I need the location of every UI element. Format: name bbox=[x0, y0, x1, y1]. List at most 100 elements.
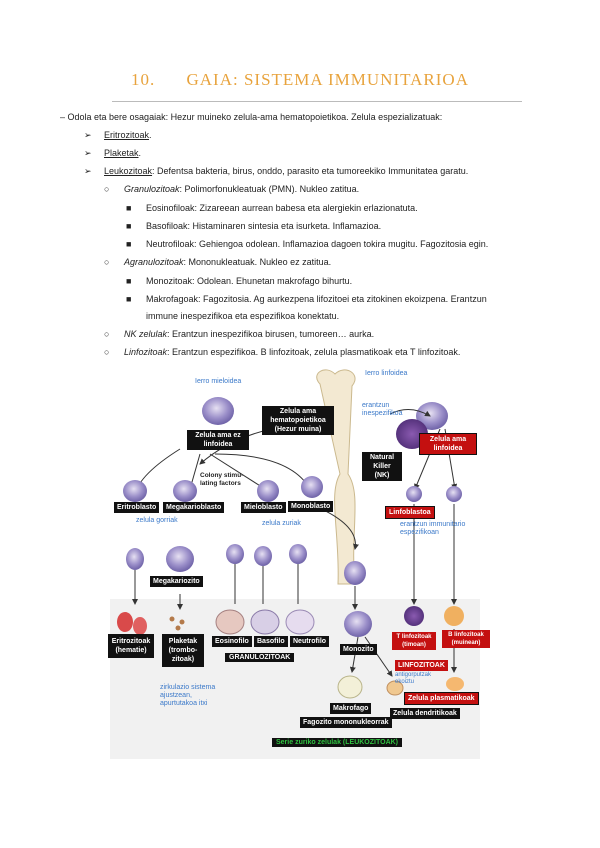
macrophage-icon bbox=[337, 675, 363, 699]
myelocyte-cell-icon bbox=[254, 546, 272, 566]
item-text: Neutrofiloak: Gehiengoa odolean. Inflama… bbox=[146, 239, 489, 249]
myeloid-line-label: Ierro mieloidea bbox=[195, 378, 242, 385]
circulation-label: zirkulazio sistema ajustzean, apurtutako… bbox=[160, 684, 216, 707]
red-blood-cell-icon bbox=[117, 612, 133, 632]
megakaryocyte-cell-icon bbox=[166, 546, 194, 572]
granulocytes-label: GRANULOZITOAK bbox=[225, 653, 295, 662]
megakaryoblast-cell-icon bbox=[173, 480, 197, 502]
t-lymphocyte-icon bbox=[404, 606, 424, 626]
basophil-label: Basofilo bbox=[254, 636, 288, 647]
promonocyte-cell-icon bbox=[344, 561, 366, 585]
item-text: . bbox=[138, 148, 142, 158]
dendritic-cell-icon bbox=[386, 680, 404, 696]
item-label: Leukozitoak bbox=[104, 166, 153, 176]
list-item-linfozitoak: ○ Linfozitoak: Erantzun espezifikoa. B li… bbox=[104, 343, 460, 362]
non-lymphoid-stem-cell-label: Zelula ama ez linfoidea bbox=[187, 430, 249, 450]
b-lymphocytes-label: B linfozitoak (muinean) bbox=[442, 630, 490, 648]
red-blood-cell-icon bbox=[133, 617, 147, 635]
hematopoietic-stem-cell-label: Zelula ama hematopoietikoa (Hezur muina) bbox=[262, 406, 334, 435]
erythrocytes-label: Eritrozitoak (hematie) bbox=[108, 634, 154, 658]
arrow-bullet-icon: ➢ bbox=[84, 130, 92, 140]
item-label: Eritrozitoak bbox=[104, 130, 150, 140]
macrophage-label: Makrofago bbox=[330, 703, 372, 714]
list-item-makrofagoak-cont: immune inespezifikoa eta espezifikoa kon… bbox=[126, 307, 339, 326]
platelets-label: Plaketak (trombo-zitoak) bbox=[162, 634, 204, 667]
dendritic-cells-label: Zelula dendritikoak bbox=[390, 708, 460, 719]
basophil-icon bbox=[250, 609, 280, 635]
list-item-makrofagoak: ■ Makrofagoak: Fagozitosia. Ag aurkezpena… bbox=[126, 290, 487, 309]
item-label: Granulozitoak bbox=[124, 184, 180, 194]
normoblast-cell-icon bbox=[126, 548, 144, 570]
diagram-graphics bbox=[110, 369, 480, 759]
item-text: Eosinofiloak: Zizareean aurrean babesa e… bbox=[146, 203, 418, 213]
platelet-icon bbox=[175, 625, 181, 631]
bone-icon bbox=[316, 369, 356, 585]
square-bullet-icon: ■ bbox=[126, 294, 132, 304]
item-text: : Erantzun espezifikoa. B linfozitoak, z… bbox=[167, 347, 461, 357]
square-bullet-icon: ■ bbox=[126, 276, 132, 286]
platelet-icon bbox=[169, 616, 175, 622]
erythroblast-label: Eritroblasto bbox=[114, 502, 160, 513]
megakaryocyte-label: Megakariozito bbox=[150, 576, 203, 587]
lymphoid-line-label: Ierro linfoidea bbox=[365, 370, 408, 377]
item-text: Makrofagoak: Fagozitosia. Ag aurkezpena … bbox=[146, 294, 487, 304]
mononuclear-phagocytes-label: Fagozito mononukleorrak bbox=[300, 717, 392, 728]
monoblast-label: Monoblasto bbox=[288, 501, 334, 512]
title-divider bbox=[112, 101, 522, 102]
myelocyte-cell-icon bbox=[226, 544, 244, 564]
leukocytes-series-label: Serie zuriko zelulak (LEUKOZITOAK) bbox=[272, 738, 403, 747]
monocyte-label: Monozito bbox=[340, 644, 377, 655]
list-item-plaketak: ➢ Plaketak. bbox=[84, 144, 141, 163]
monoblast-cell-icon bbox=[301, 476, 323, 498]
list-item-nk: ○NK zelulak: Erantzun inespezifikoa biru… bbox=[104, 325, 374, 344]
red-cells-label: zelula gorriak bbox=[136, 517, 178, 524]
white-cells-label: zelula zuriak bbox=[262, 520, 301, 527]
arrow-bullet-icon: ➢ bbox=[84, 166, 92, 176]
arrow-bullet-icon: ➢ bbox=[84, 148, 92, 158]
list-item-neutrofiloak: ■ Neutrofiloak: Gehiengoa odolean. Inflam… bbox=[126, 235, 488, 254]
neutrophil-label: Neutrofilo bbox=[290, 636, 330, 647]
nk-cell-label: Natural Killer (NK) bbox=[362, 452, 402, 481]
lymphoblast-cell-icon bbox=[406, 486, 422, 502]
lymphoblast-label: Linfoblastoa bbox=[385, 506, 435, 519]
eosinophil-label: Eosinofilo bbox=[212, 636, 252, 647]
item-label: Agranulozitoak bbox=[124, 257, 184, 267]
item-text: . bbox=[149, 130, 152, 140]
item-label: Linfozitoak bbox=[124, 347, 168, 357]
list-item-granulozitoak: ○Granulozitoak: Polimorfonukleatuak (PMN… bbox=[104, 180, 359, 199]
hematopoiesis-diagram: Ierro mieloidea Ierro linfoidea Zelula a… bbox=[100, 354, 510, 764]
antibodies-label: antigorputzak ekoiztu bbox=[395, 672, 432, 685]
list-item-eritrozitoak: ➢ Eritrozitoak. bbox=[84, 126, 152, 145]
circle-bullet-icon: ○ bbox=[104, 329, 110, 339]
myeloid-stem-cell-icon bbox=[202, 397, 234, 425]
list-item-monozitoak: ■ Monozitoak: Odolean. Ehunetan makrofago… bbox=[126, 272, 352, 291]
chapter-number: 10. bbox=[131, 70, 156, 89]
plasma-cell-icon bbox=[446, 677, 464, 691]
specific-response-label: erantzun immunitario espezifikoan bbox=[400, 521, 466, 536]
intro-line: – Odola eta bere osagaiak: Hezur muineko… bbox=[60, 108, 442, 127]
page-title: 10. GAIA: SISTEMA IMMUNITARIOA bbox=[0, 70, 600, 90]
square-bullet-icon: ■ bbox=[126, 203, 132, 213]
lymphoid-stem-cell-icon bbox=[416, 402, 448, 430]
item-text: : Mononukleatuak. Nukleo ez zatitua. bbox=[183, 257, 332, 267]
monocyte-icon bbox=[344, 611, 372, 637]
item-text: : Polimorfonukleatuak (PMN). Nukleo zati… bbox=[179, 184, 360, 194]
square-bullet-icon: ■ bbox=[126, 221, 132, 231]
circle-bullet-icon: ○ bbox=[104, 257, 110, 267]
item-label: Plaketak bbox=[104, 148, 139, 158]
colony-factors-label: Colony stimu-lating factors bbox=[200, 472, 244, 487]
item-text: Basofiloak: Histaminaren sintesia eta is… bbox=[146, 221, 382, 231]
square-bullet-icon: ■ bbox=[126, 239, 132, 249]
list-item-leukozitoak: ➢Leukozitoak: Defentsa bakteria, birus, … bbox=[84, 162, 468, 181]
erythroblast-cell-icon bbox=[123, 480, 147, 502]
nonspecific-response-label: erantzun inespezifikoa bbox=[362, 402, 403, 417]
item-label: NK zelulak bbox=[124, 329, 168, 339]
neutrophil-icon bbox=[285, 609, 315, 635]
intro-label: – Odola eta bere osagaiak bbox=[60, 112, 166, 122]
myeloblast-cell-icon bbox=[257, 480, 279, 502]
myeloblast-label: Mieloblasto bbox=[241, 502, 286, 513]
circle-bullet-icon: ○ bbox=[104, 347, 110, 357]
item-text: Monozitoak: Odolean. Ehunetan makrofago … bbox=[146, 276, 353, 286]
megakaryoblast-label: Megakarioblasto bbox=[163, 502, 225, 513]
chapter-title: GAIA: SISTEMA IMMUNITARIOA bbox=[186, 70, 469, 89]
